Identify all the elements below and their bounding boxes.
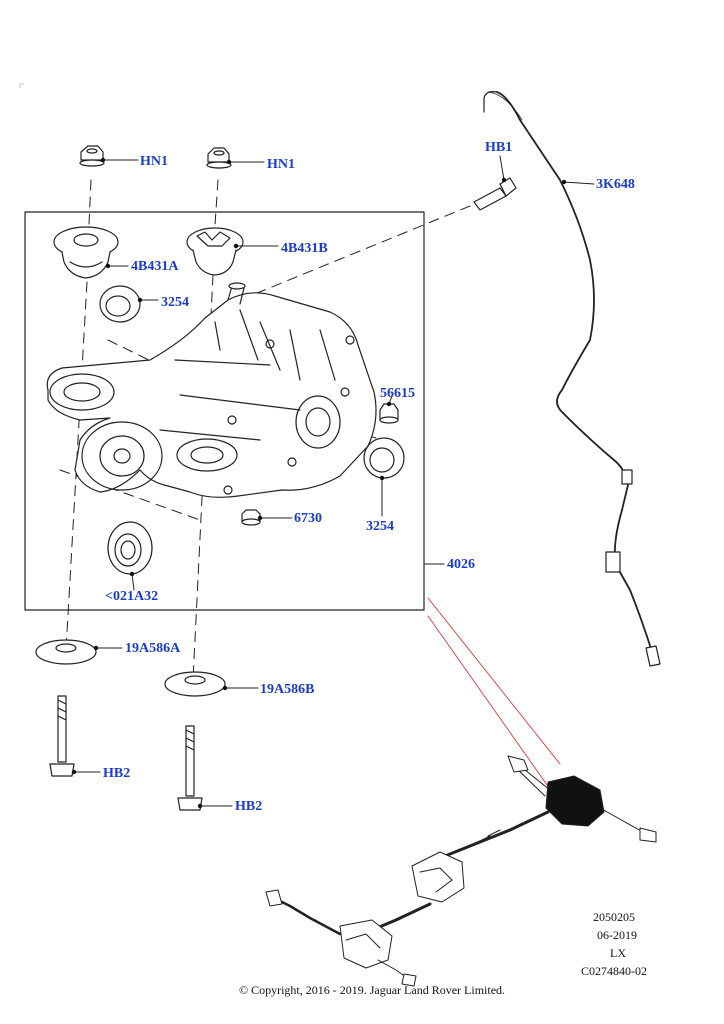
stud-hb2-right [177,725,203,811]
mount-4b431a [53,226,119,279]
stud-hb2-left [49,695,75,777]
callout-breather-56615: 56615 [380,386,415,401]
assembly-frame [24,211,425,611]
leader-dots [71,157,567,809]
callout-hb1: HB1 [485,140,513,155]
callout-hn1-right: HN1 [267,157,295,172]
callout-washer-19a586b: 19A586B [260,682,315,697]
meta-model: LX [610,946,626,960]
callout-hb2-left: HB2 [103,766,131,781]
callout-harness-3k648: 3K648 [596,177,635,192]
callout-seal-021a32: <021A32 [105,589,159,604]
centerline-hn1-right [214,179,219,226]
callout-plug-6730: 6730 [294,511,322,526]
plug-6730 [241,509,261,526]
centerline-hn1-left [88,179,92,226]
harness-3k648 [483,91,661,667]
meta-code: 2050205 [593,910,635,924]
differential-housing [46,282,377,498]
seal-3254-right [363,437,405,479]
meta-date: 06-2019 [597,928,637,942]
bolt-hb1 [473,177,517,211]
copyright-notice: © Copyright, 2016 - 2019. Jaguar Land Ro… [238,983,506,997]
callout-mount-4b431a: 4B431A [131,259,179,274]
callout-seal-3254-right: 3254 [366,519,394,534]
seal-021a32 [107,521,153,575]
centerline-left-stud [65,281,88,651]
driveline-overview [265,755,657,987]
mount-4b431b [186,227,244,276]
meta-ref: C0274840-02 [581,964,647,978]
hn1-nut-left [79,145,105,167]
callout-washer-19a586a: 19A586A [125,641,181,656]
callout-assembly-4026: 4026 [447,557,475,572]
callout-mount-4b431b: 4B431B [281,241,328,256]
washer-19a586b [164,671,226,697]
location-pointer [427,597,561,793]
seal-3254-top [99,285,141,323]
breather-56615 [379,403,399,424]
leader-lines [73,155,595,807]
callout-seal-3254-top: 3254 [161,295,189,310]
centerline-hb1 [239,205,471,301]
washer-19a586a [35,639,97,665]
callout-hb2-right: HB2 [235,799,263,814]
callout-hn1-left: HN1 [140,154,168,169]
hn1-nut-right [206,147,232,169]
